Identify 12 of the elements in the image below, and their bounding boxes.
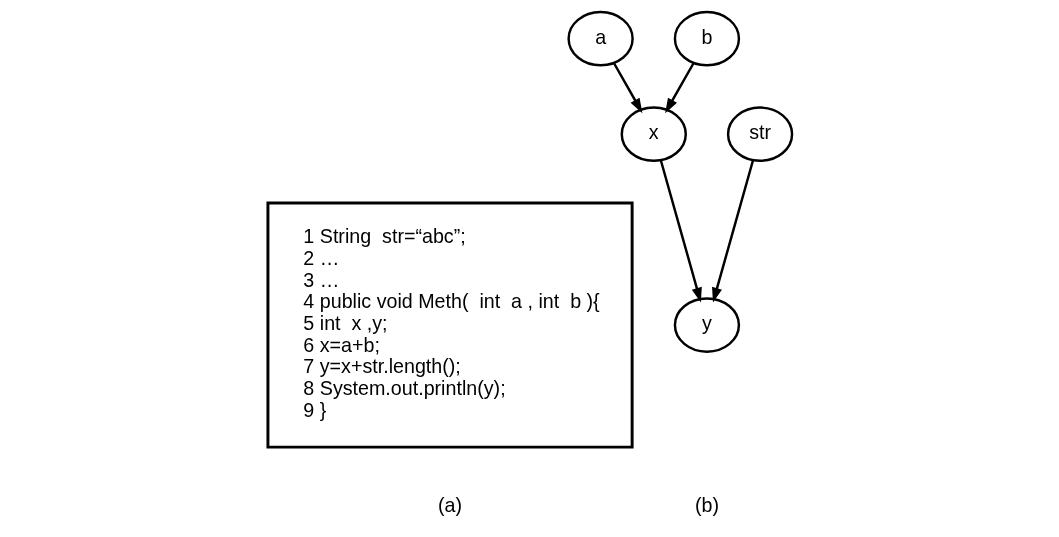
label: (b): [694, 494, 719, 517]
arrow: [612, 62, 642, 114]
label: (a): [437, 494, 462, 517]
node-ellipse: str: [726, 106, 793, 162]
node-ellipse: y: [673, 297, 740, 353]
arrow: [659, 159, 702, 303]
node-box: 1 String str=“abc”; 2 … 3 … 4 public void Meth( int a , int b ){ 5 int x ,y; 6 x=a+b; 7 y=x+str.length(); 8 System.out.println(y); 9 }: [265, 201, 634, 449]
node-ellipse: b: [673, 10, 740, 67]
arrow: [664, 62, 695, 114]
node-ellipse: x: [620, 106, 687, 162]
arrow: [711, 159, 754, 303]
node-ellipse: a: [566, 10, 634, 67]
